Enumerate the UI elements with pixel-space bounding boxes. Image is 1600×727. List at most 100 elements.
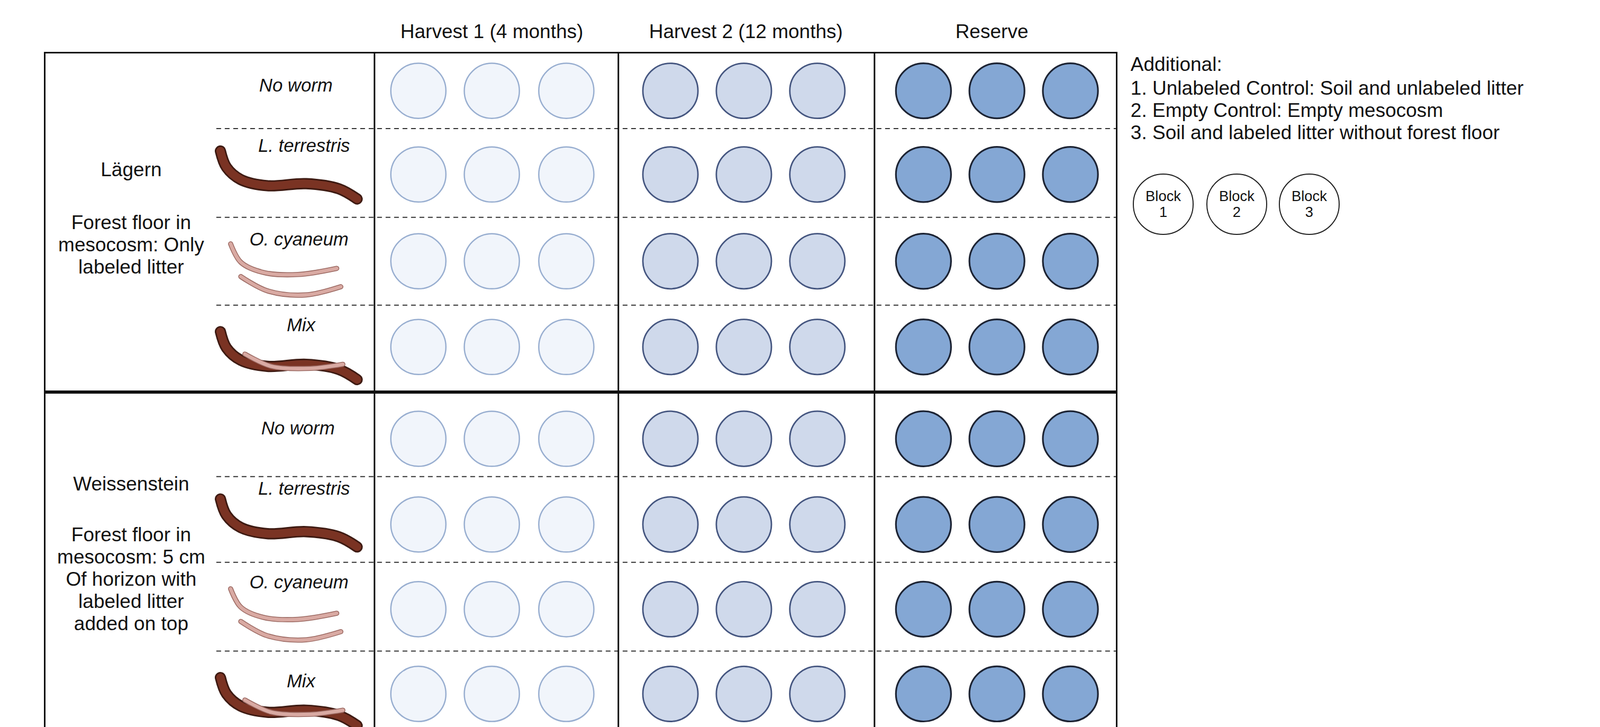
earthworm-anecic — [220, 331, 358, 380]
earthworm-endogeic — [240, 276, 341, 296]
mesocosm-circle — [969, 63, 1025, 119]
earthworm-anecic — [220, 150, 358, 199]
mesocosm-circle — [642, 147, 698, 203]
mesocosm-circle — [895, 319, 951, 375]
earthworm-endogeic — [244, 700, 343, 715]
mesocosm-circle — [538, 233, 594, 289]
mesocosm-circle — [895, 581, 951, 637]
block-label: Block 3 — [1289, 188, 1329, 221]
column-divider — [617, 51, 620, 727]
column-header: Harvest 1 (4 months) — [400, 20, 584, 43]
treatment-label: Mix — [286, 670, 316, 693]
note-text: 3. Soil and labeled litter without fores… — [1130, 121, 1500, 144]
treatment-label: Mix — [286, 314, 316, 336]
mesocosm-circle — [789, 581, 845, 637]
mesocosm-circle — [895, 666, 951, 722]
mesocosm-circle — [391, 666, 447, 722]
mesocosm-circle — [895, 411, 951, 467]
mesocosm-circle — [789, 319, 845, 375]
mesocosm-circle — [789, 147, 845, 203]
mesocosm-circle — [391, 496, 447, 552]
treatment-label: O. cyaneum — [249, 571, 349, 594]
row-divider — [216, 650, 1118, 652]
treatment-label: No worm — [261, 417, 335, 440]
mesocosm-circle — [969, 233, 1025, 289]
mesocosm-circle — [391, 147, 447, 203]
mesocosm-circle — [969, 411, 1025, 467]
mesocosm-circle — [716, 233, 772, 289]
note-text: 1. Unlabeled Control: Soil and unlabeled… — [1130, 76, 1524, 100]
column-divider — [373, 51, 376, 727]
mesocosm-circle — [1042, 496, 1098, 552]
mesocosm-circle — [538, 666, 594, 722]
mesocosm-circle — [716, 63, 772, 119]
mesocosm-circle — [391, 581, 447, 637]
mesocosm-circle — [642, 666, 698, 722]
column-header: Reserve — [955, 20, 1029, 43]
mesocosm-circle — [1042, 666, 1098, 722]
row-divider — [216, 216, 1118, 218]
earthworm-anecic — [220, 498, 358, 548]
mesocosm-circle — [895, 63, 951, 119]
mesocosm-circle — [716, 411, 772, 467]
mesocosm-circle — [642, 581, 698, 637]
mesocosm-circle — [391, 411, 447, 467]
mesocosm-circle — [789, 496, 845, 552]
mesocosm-circle — [538, 581, 594, 637]
mesocosm-circle — [969, 147, 1025, 203]
treatment-label: L. terrestris — [258, 135, 351, 157]
earthworm-outline — [240, 621, 341, 641]
site-description: Forest floor in mesocosm: Only labeled l… — [49, 211, 214, 279]
mesocosm-circle — [1042, 319, 1098, 375]
mesocosm-circle — [464, 63, 520, 119]
mesocosm-circle — [464, 411, 520, 467]
mesocosm-circle — [969, 581, 1025, 637]
mesocosm-circle — [969, 666, 1025, 722]
earthworm-endogeic — [230, 588, 338, 620]
mesocosm-circle — [789, 63, 845, 119]
mesocosm-circle — [391, 63, 447, 119]
mesocosm-circle — [716, 581, 772, 637]
site-name: Lägern — [44, 158, 218, 181]
mesocosm-circle — [538, 496, 594, 552]
treatment-label: L. terrestris — [258, 478, 351, 500]
site-name: Weissenstein — [44, 473, 218, 496]
earthworm-outline — [220, 498, 358, 548]
mesocosm-circle — [789, 233, 845, 289]
row-divider — [216, 476, 1118, 478]
mesocosm-circle — [1042, 147, 1098, 203]
mesocosm-circle — [538, 411, 594, 467]
earthworm-outline — [220, 331, 358, 380]
mesocosm-circle — [716, 319, 772, 375]
block-label: Block 2 — [1217, 188, 1257, 221]
mesocosm-circle — [538, 63, 594, 119]
earthworm-outline — [230, 588, 338, 620]
mesocosm-circle — [642, 496, 698, 552]
earthworm-outline — [240, 276, 341, 296]
mesocosm-circle — [642, 319, 698, 375]
mesocosm-circle — [391, 233, 447, 289]
site-panel: WeissensteinForest floor in mesocosm: 5 … — [43, 392, 1118, 727]
mesocosm-circle — [1042, 411, 1098, 467]
earthworm-outline — [244, 353, 343, 369]
mesocosm-circle — [464, 581, 520, 637]
mesocosm-circle — [895, 496, 951, 552]
mesocosm-circle — [391, 319, 447, 375]
mesocosm-circle — [895, 233, 951, 289]
block-circle: Block 3 — [1278, 173, 1341, 235]
note-text: 2. Empty Control: Empty mesocosm — [1130, 98, 1443, 122]
row-divider — [216, 304, 1118, 306]
site-description: Forest floor in mesocosm: 5 cm Of horizo… — [48, 523, 214, 635]
mesocosm-circle — [789, 411, 845, 467]
mesocosm-circle — [464, 233, 520, 289]
block-circle: Block 2 — [1206, 173, 1268, 235]
mesocosm-circle — [1042, 233, 1098, 289]
mesocosm-circle — [969, 496, 1025, 552]
row-divider — [216, 128, 1118, 130]
treatment-label: No worm — [259, 75, 333, 97]
mesocosm-circle — [895, 147, 951, 203]
earthworm-outline — [220, 150, 358, 199]
earthworm-endogeic — [244, 353, 343, 369]
mesocosm-circle — [716, 496, 772, 552]
mesocosm-circle — [464, 319, 520, 375]
